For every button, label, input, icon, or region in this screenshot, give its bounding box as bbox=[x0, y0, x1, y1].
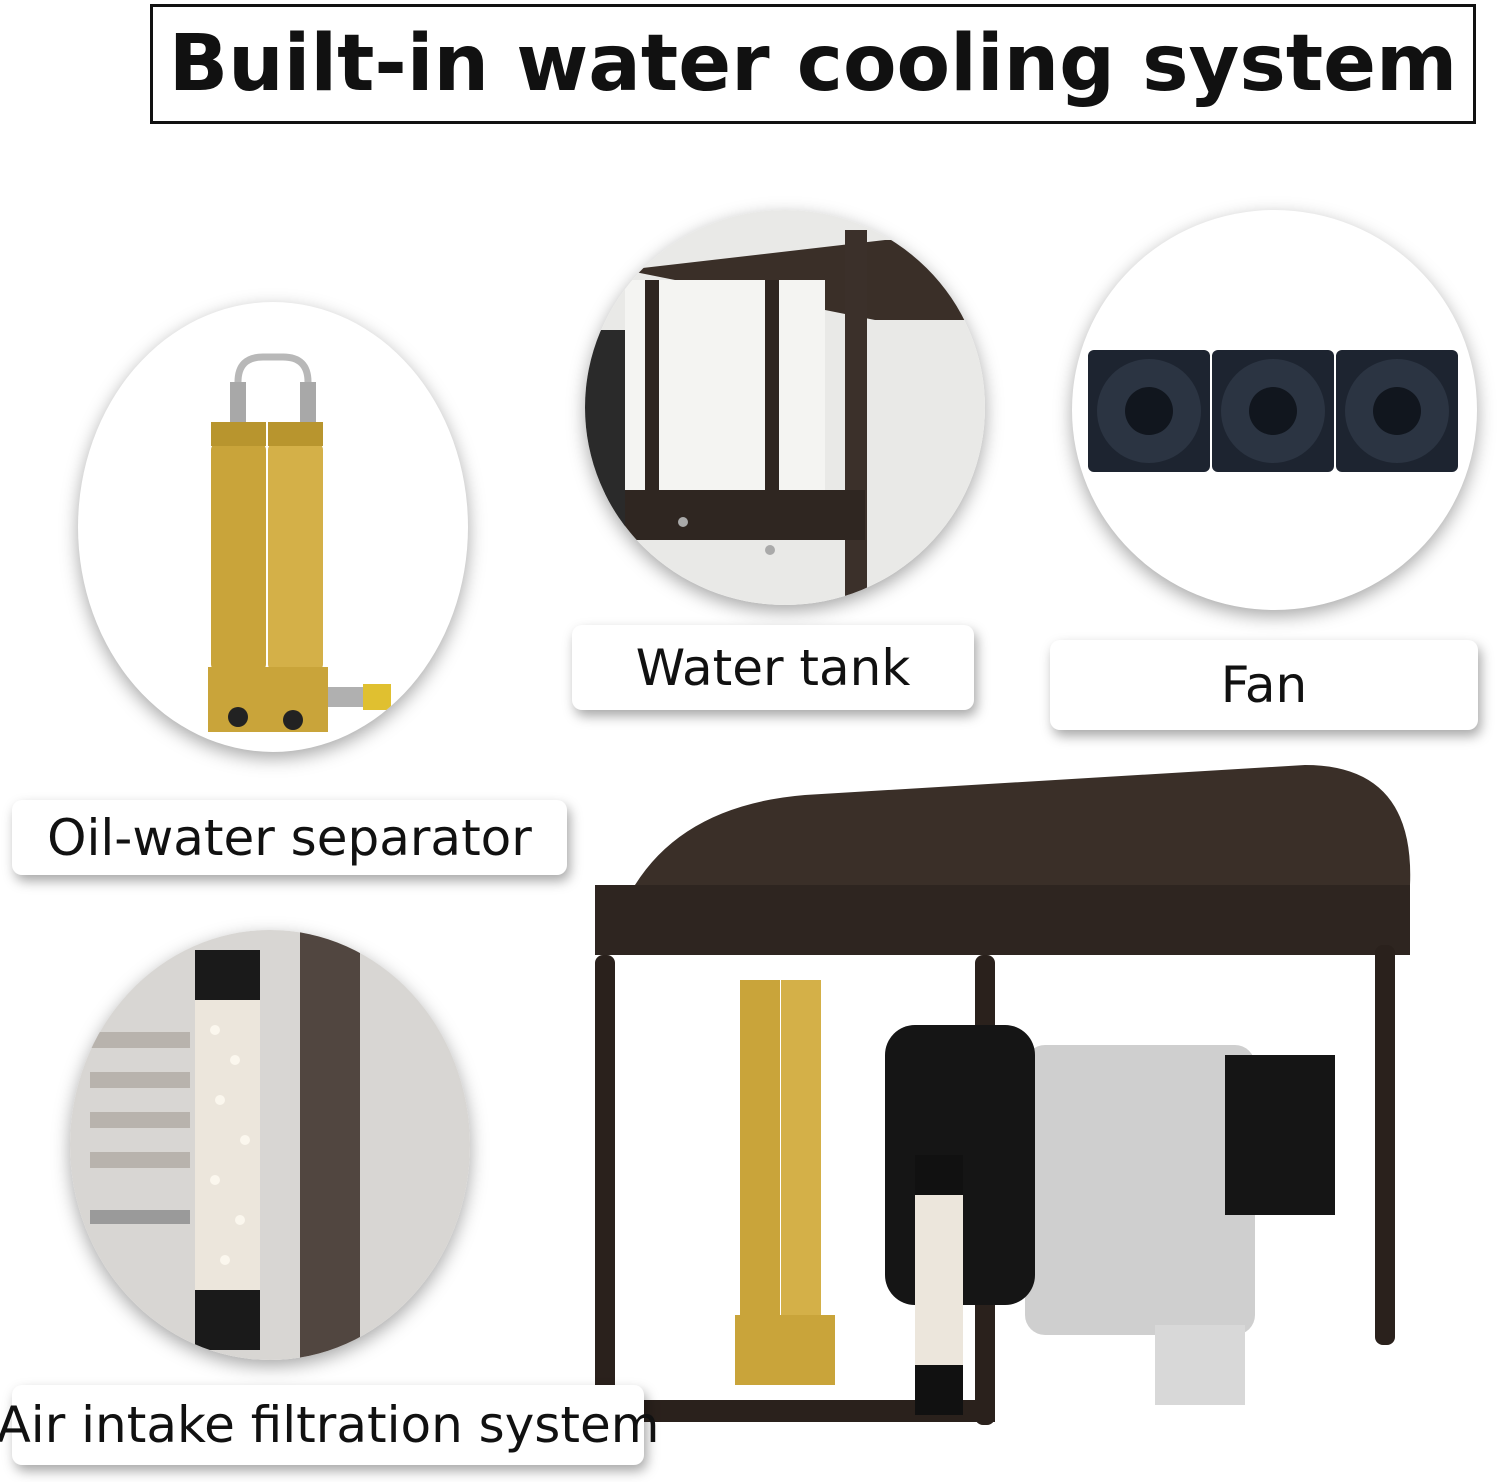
label-fan: Fan bbox=[1050, 640, 1478, 730]
label-air-intake-filtration: Air intake filtration system bbox=[0, 1385, 659, 1465]
label-water-tank: Water tank bbox=[572, 625, 974, 710]
water-tank-image bbox=[585, 210, 985, 605]
compressor-image bbox=[585, 745, 1415, 1445]
fan-unit-2 bbox=[1212, 350, 1334, 472]
label-oil-water-separator: Oil-water separator bbox=[12, 800, 567, 875]
air-intake-filter-image bbox=[70, 930, 470, 1360]
fan-unit-1 bbox=[1088, 350, 1210, 472]
fan-image bbox=[1072, 210, 1477, 610]
oil-water-separator-image bbox=[78, 302, 468, 752]
page-title: Built-in water cooling system bbox=[150, 4, 1476, 124]
fan-unit-3 bbox=[1336, 350, 1458, 472]
